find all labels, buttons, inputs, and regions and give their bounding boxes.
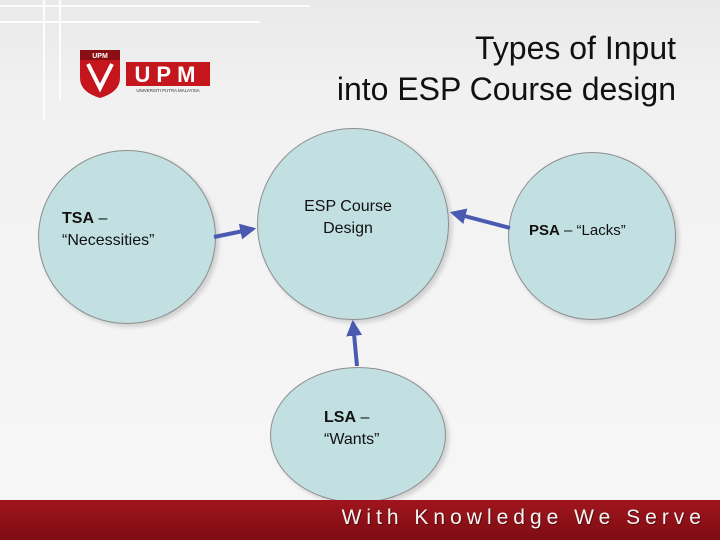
arrow-lsa-to-center <box>346 319 363 367</box>
center-label: ESP Course Design <box>297 196 399 240</box>
title-line-2: into ESP Course design <box>336 71 676 107</box>
tsa-dash: – <box>94 210 108 227</box>
lsa-label: LSA – “Wants” <box>324 407 379 451</box>
footer-tagline: With Knowledge We Serve <box>341 506 706 529</box>
upm-logo: UPM UPM UNIVERSITI PUTRA MALAYSIA <box>78 48 210 100</box>
lsa-dash: – <box>356 409 370 426</box>
tsa-label: TSA – “Necessities” <box>62 208 154 252</box>
slide-title: Types of Input into ESP Course design <box>337 28 676 110</box>
node-lsa <box>270 367 446 503</box>
decorative-corner-lines <box>0 0 310 120</box>
logo-brand: UPM <box>135 62 202 87</box>
center-line-2: Design <box>323 220 373 237</box>
footer-bar: With Knowledge We Serve <box>0 500 720 540</box>
psa-description: – “Lacks” <box>559 222 626 239</box>
tsa-abbr: TSA <box>62 210 94 227</box>
node-esp-course-design <box>257 128 449 320</box>
tsa-description: “Necessities” <box>62 232 155 249</box>
logo-subtitle: UNIVERSITI PUTRA MALAYSIA <box>136 88 199 93</box>
psa-abbr: PSA <box>529 222 560 239</box>
center-line-1: ESP Course <box>304 198 392 215</box>
upm-wordmark: UPM UNIVERSITI PUTRA MALAYSIA <box>126 62 210 93</box>
shield-text: UPM <box>92 53 108 60</box>
lsa-description: “Wants” <box>324 431 380 448</box>
lsa-abbr: LSA <box>324 409 356 426</box>
node-tsa <box>38 150 216 324</box>
node-psa <box>508 152 676 320</box>
title-line-1: Types of Input <box>474 30 676 66</box>
psa-label: PSA – “Lacks” <box>529 220 626 242</box>
upm-shield-icon: UPM <box>80 50 120 98</box>
arrow-psa-to-center <box>449 208 511 230</box>
arrow-tsa-to-center <box>213 223 257 240</box>
